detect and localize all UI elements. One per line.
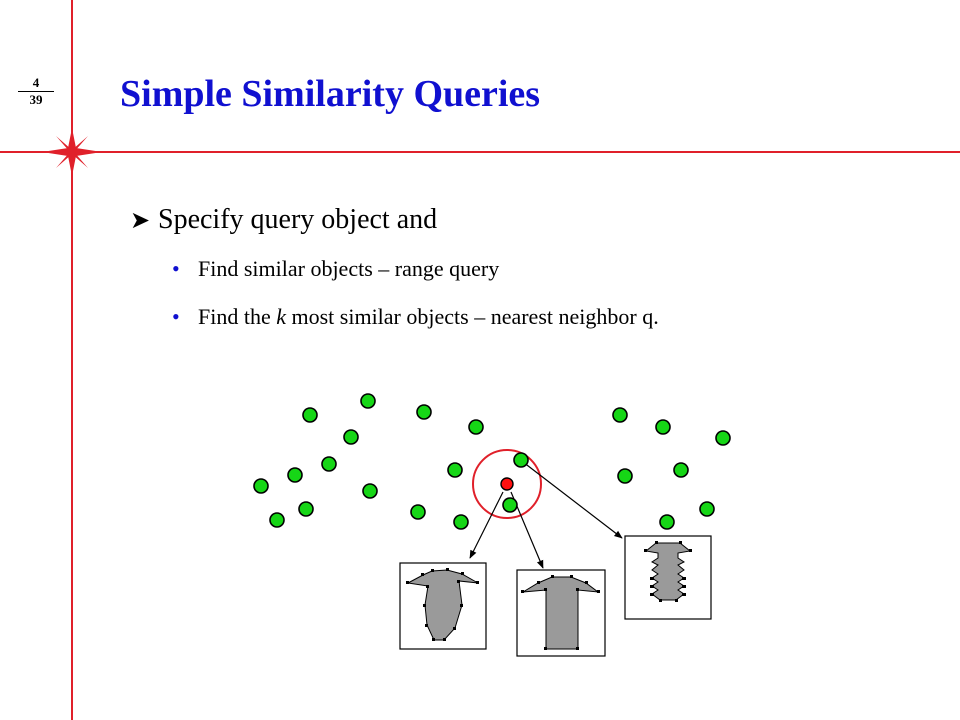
result-object-3 bbox=[624, 535, 712, 620]
page-current: 4 bbox=[18, 76, 54, 92]
data-point bbox=[321, 456, 337, 472]
query-point bbox=[500, 477, 514, 491]
data-point bbox=[362, 483, 378, 499]
result-object-1 bbox=[399, 562, 487, 650]
data-point bbox=[298, 501, 314, 517]
arrow-to-result-1 bbox=[469, 491, 504, 559]
arrowhead-bullet-icon: ➤ bbox=[130, 208, 151, 234]
main-bullet-text: Specify query object and bbox=[158, 204, 438, 235]
data-point bbox=[302, 407, 318, 423]
data-point bbox=[453, 514, 469, 530]
data-point bbox=[343, 429, 359, 445]
data-points bbox=[253, 393, 731, 530]
page-total: 39 bbox=[29, 92, 43, 107]
data-point bbox=[655, 419, 671, 435]
sub-bullet-text-after: most similar objects – nearest neighbor … bbox=[286, 304, 659, 329]
sub-bullet-text: Find similar objects – range query bbox=[198, 256, 500, 281]
slide-title: Simple Similarity Queries bbox=[120, 73, 541, 115]
vertical-accent-line bbox=[71, 0, 73, 720]
result-object-2 bbox=[516, 569, 606, 657]
data-point bbox=[659, 514, 675, 530]
data-point bbox=[253, 478, 269, 494]
data-point bbox=[410, 504, 426, 520]
data-point bbox=[513, 452, 529, 468]
data-point bbox=[468, 419, 484, 435]
data-point bbox=[699, 501, 715, 517]
sub-bullet-range-query: • Find similar objects – range query bbox=[172, 256, 499, 282]
dot-bullet-icon: • bbox=[172, 304, 180, 329]
data-point bbox=[287, 467, 303, 483]
data-point bbox=[612, 407, 628, 423]
data-point bbox=[269, 512, 285, 528]
data-point bbox=[360, 393, 376, 409]
horizontal-accent-line bbox=[0, 151, 960, 153]
data-point bbox=[502, 497, 518, 513]
data-point bbox=[715, 430, 731, 446]
data-point bbox=[673, 462, 689, 478]
data-point bbox=[447, 462, 463, 478]
sub-bullet-text-italic: k bbox=[276, 304, 286, 329]
dot-bullet-icon: • bbox=[172, 256, 180, 281]
similarity-query-diagram bbox=[253, 393, 731, 657]
main-bullet: ➤ Specify query object and bbox=[130, 204, 437, 236]
page-number: 4 39 bbox=[18, 76, 54, 107]
data-point bbox=[416, 404, 432, 420]
range-query-circle bbox=[472, 449, 542, 519]
data-point bbox=[617, 468, 633, 484]
sub-bullet-nn-query: • Find the k most similar objects – neare… bbox=[172, 304, 659, 330]
red-star-icon bbox=[42, 128, 102, 176]
arrow-to-result-3 bbox=[522, 461, 623, 539]
sub-bullet-text-before: Find the bbox=[198, 304, 277, 329]
